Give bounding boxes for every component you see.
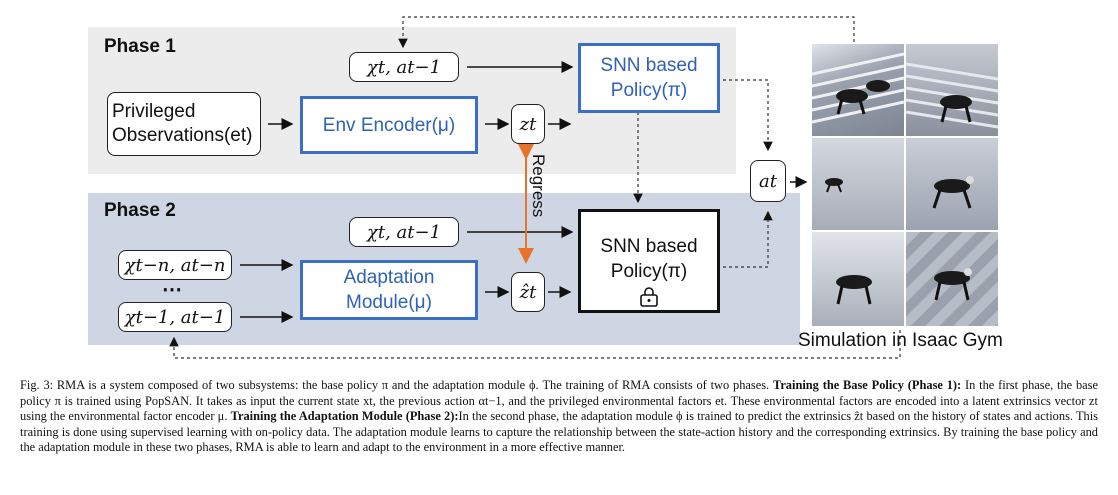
privileged-label-line1: Privileged	[112, 101, 196, 122]
caption-part1: Fig. 3: RMA is a system composed of two …	[20, 378, 773, 392]
sim-thumb-stairs-1	[812, 44, 904, 136]
sim-thumb-slope-1	[812, 232, 904, 326]
lock-icon	[640, 287, 658, 307]
snn-policy-phase2-line2: Policy(π)	[610, 261, 688, 282]
caption-part2: In the first phase, the base policy π is…	[20, 378, 1098, 424]
regress-label: Regress	[529, 154, 548, 218]
figure-caption: Fig. 3: RMA is a system composed of two …	[20, 378, 1098, 456]
privileged-label-line2: Observations(et)	[112, 125, 253, 146]
sim-thumb-stairs-2	[906, 44, 998, 136]
sim-thumb-rough-2	[906, 138, 998, 230]
sim-thumb-rough-1	[812, 138, 904, 230]
caption-part3: In the second phase, the adaptation modu…	[20, 409, 1099, 455]
adaptation-module-box: Adaptation Module(μ)	[300, 260, 478, 320]
privileged-observations-box: Privileged Observations(et)	[107, 92, 261, 156]
snn-policy-phase1-box: SNN based Policy(π)	[578, 43, 720, 113]
snn-policy-phase2-line1: SNN based	[600, 236, 698, 257]
env-encoder-box: Env Encoder(μ)	[300, 96, 478, 154]
latent-z-box: zt	[511, 104, 545, 144]
phase2-title: Phase 2	[104, 200, 176, 221]
latent-z-hat-box: ẑt	[511, 272, 545, 312]
simulation-label: Simulation in Isaac Gym	[798, 330, 1003, 351]
simulation-image-grid	[810, 42, 1000, 328]
history-bottom-box: χt−1, at−1	[118, 302, 232, 332]
adaptation-line2: Module(μ)	[346, 292, 432, 313]
adaptation-line1: Adaptation	[343, 267, 435, 288]
action-box: at	[750, 160, 786, 202]
snn-policy-phase1-line1: SNN based	[600, 55, 698, 76]
state-action-input-phase2: χt, at−1	[349, 217, 459, 247]
caption-bold1: Training the Base Policy (Phase 1):	[772, 378, 962, 392]
history-ellipsis: ⋯	[162, 279, 182, 301]
state-action-input-phase1: χt, at−1	[349, 52, 459, 82]
snn-policy-phase2-box: SNN based Policy(π)	[578, 209, 720, 313]
snn-policy-phase1-line2: Policy(π)	[610, 80, 688, 101]
caption-bold2: Training the Adaptation Module (Phase 2)…	[230, 409, 459, 424]
diagram-connectors	[169, 16, 901, 359]
phase1-title: Phase 1	[104, 36, 176, 57]
sim-thumb-slope-2	[906, 232, 998, 326]
history-top-box: χt−n, at−n	[118, 250, 232, 280]
